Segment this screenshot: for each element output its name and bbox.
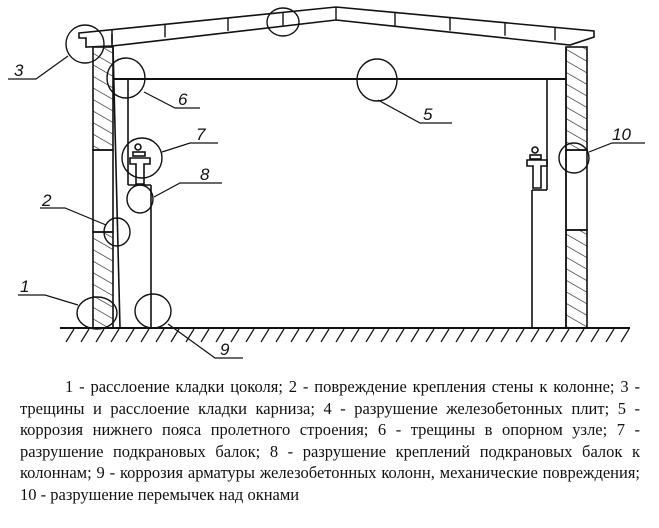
label-1: 1 (20, 277, 29, 296)
label-7: 7 (196, 125, 206, 144)
figure-caption: 1 - расслоение кладки цоколя; 2 - повреж… (20, 377, 640, 504)
leader-lines (8, 55, 645, 359)
right-wall (565, 46, 588, 151)
label-8: 8 (200, 165, 210, 184)
ground-line (60, 327, 630, 343)
label-6: 6 (178, 90, 188, 109)
crane-beam-right (526, 146, 548, 189)
damage-markers (65, 7, 590, 330)
callout-labels: 1 2 3 4 5 6 7 8 9 10 (14, 61, 631, 359)
roof-slabs (78, 6, 595, 48)
building-frame-diagram: 1 2 3 4 5 6 7 8 9 10 (8, 6, 645, 359)
label-2: 2 (41, 191, 52, 210)
label-5: 5 (423, 105, 433, 124)
label-10: 10 (612, 125, 631, 144)
right-column (531, 47, 567, 328)
label-3: 3 (14, 61, 24, 80)
label-9: 9 (220, 340, 230, 359)
crane-beam-left (129, 143, 151, 185)
left-wall (92, 46, 114, 151)
